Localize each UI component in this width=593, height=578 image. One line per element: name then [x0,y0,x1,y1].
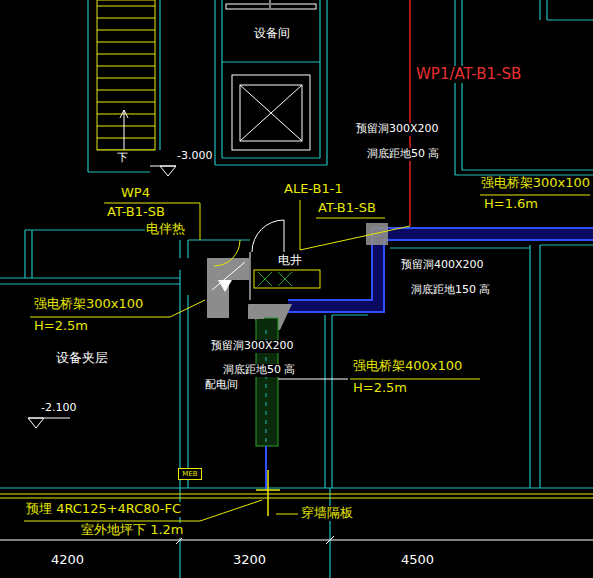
plan-label: WP1/AT-B1-SB [415,66,522,83]
plan-label: 预留洞400X200 [400,259,485,272]
plan-label: AT-B1-SB [317,201,377,216]
node-text: MEB [182,470,197,478]
plan-label: -3.000 [176,150,213,163]
plan-label: 3200 [232,553,267,568]
plan-label: H=1.6m [483,197,539,212]
node-text: 电井 [278,254,302,268]
plan-label: 配电间 [204,379,239,392]
room-box: 设备间 [226,14,318,54]
plan-label: 穿墙隔板 [300,506,354,521]
plan-label: 电伴热 [145,222,186,237]
plan-label: ALE-B1-1 [283,182,344,197]
plan-label: WP4 [120,186,151,201]
plan-label: H=2.5m [33,319,89,334]
plan-label: 预留洞300X200 [355,123,440,136]
plan-label: 洞底距地150 高 [410,284,492,297]
plan-label: AT-B1-SB [106,205,166,220]
plan-label: -2.100 [40,402,77,415]
plan-label: 4200 [50,553,85,568]
plan-label: 预埋 4RC125+4RC80-FC [25,502,182,517]
shaft-box: 电井 [270,252,310,270]
plan-label: 强电桥架400x100 [352,359,463,374]
plan-label: H=2.5m [352,381,408,396]
meb-box: MEB [178,468,202,480]
plan-label: 室外地坪下 1.2m [80,523,184,538]
plan-label: 预留洞300X200 [210,340,295,353]
plan-label: 洞底距地50 高 [366,148,441,161]
plan-label: 强电桥架300x100 [480,176,591,191]
plan-label: 4500 [400,553,435,568]
plan-label: 设备夹层 [55,351,109,366]
plan-label: 下 [116,152,129,165]
plan-label: 强电桥架300x100 [33,297,144,312]
node-text: 设备间 [254,27,290,41]
plan-label: 洞底距地50 高 [222,364,297,377]
